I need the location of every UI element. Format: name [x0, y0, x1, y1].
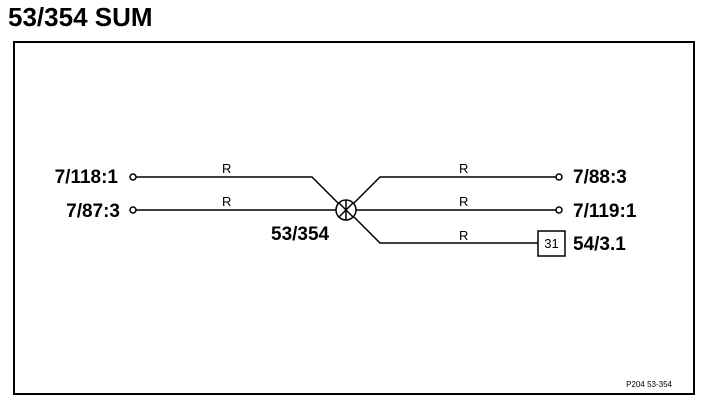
left-wire-1-label: R — [222, 161, 231, 176]
left-terminal-1-port — [129, 173, 137, 181]
left-wire-2-label: R — [222, 194, 231, 209]
center-node: 53/354 — [271, 199, 357, 245]
left-wire-1 — [136, 176, 339, 204]
right-wire-3 — [353, 216, 538, 244]
left-terminal-1-label: 7/118:1 — [55, 167, 119, 188]
right-terminal-2-label: 7/119:1 — [573, 201, 637, 222]
right-terminal-3-box-label: 31 — [544, 236, 558, 251]
right-wire-1-label: R — [459, 161, 468, 176]
right-terminal-1-label: 7/88:3 — [573, 167, 627, 188]
right-terminal-3-box — [537, 230, 566, 257]
page-title: 53/354 SUM — [8, 2, 153, 32]
left-terminal-1: 7/118:1 R — [55, 161, 339, 204]
diagram-frame — [13, 41, 695, 395]
right-wire-3-label: R — [459, 228, 468, 243]
left-terminal-2: 7/87:3 R — [66, 194, 336, 222]
right-terminal-2-port — [555, 206, 563, 214]
right-terminal-1: R 7/88:3 — [353, 161, 627, 204]
right-terminal-3-label: 54/3.1 — [573, 234, 626, 255]
right-terminal-3: R 31 54/3.1 — [353, 216, 626, 257]
right-wire-1 — [353, 176, 556, 204]
left-terminal-2-label: 7/87:3 — [66, 201, 120, 222]
right-terminal-1-port — [555, 173, 563, 181]
left-terminal-2-port — [129, 206, 137, 214]
reference-code: P204 53-354 — [626, 380, 672, 389]
right-terminal-2: R 7/119:1 — [356, 194, 637, 222]
center-node-label: 53/354 — [271, 224, 330, 245]
right-wire-2-label: R — [459, 194, 468, 209]
